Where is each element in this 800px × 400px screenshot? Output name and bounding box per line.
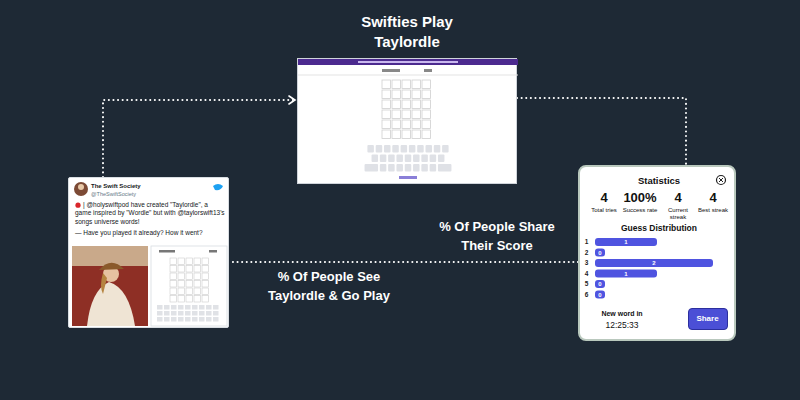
tweet-card: The Swift Society@TheSwiftSociety | @holy… [68, 177, 229, 328]
tweet-illustration [69, 178, 228, 327]
row-number: 2 [582, 249, 591, 257]
flow-label: % Of People Share Their Score [432, 218, 562, 256]
tweet-text: — Have you played it already? How it wen… [75, 229, 225, 237]
bar-value: 0 [595, 249, 605, 257]
row-number: 1 [582, 238, 591, 246]
row-number: 4 [582, 270, 591, 278]
countdown-caption: New word in [590, 310, 654, 318]
panel-heading: Swifties Play Taylordle [342, 12, 472, 51]
bar-value: 0 [595, 291, 605, 299]
statistics-card: Statistics4Total tries100%Success rate4C… [578, 165, 736, 341]
stat-caption: Total tries [584, 207, 624, 214]
flow-label: % Of People See Taylordle & Go Play [254, 268, 404, 306]
dotted-connector [103, 100, 295, 177]
screenshot-panel: Swifties Play Taylordle [297, 8, 517, 184]
account-handle: @TheSwiftSociety [91, 191, 201, 198]
bar-value: 0 [595, 280, 605, 288]
stat-value: 4 [584, 190, 624, 206]
countdown-time: 12:25:33 [590, 320, 654, 330]
share-button: Share [688, 308, 728, 330]
bar-value: 1 [595, 270, 657, 278]
stat-value: 4 [693, 190, 733, 206]
stat-value: 100% [618, 190, 662, 206]
row-number: 5 [582, 280, 591, 288]
stat-caption: Current streak [660, 207, 696, 221]
dotted-connector [517, 98, 686, 165]
section-heading: Guess Distribution [580, 223, 738, 233]
tweet-text: | @holyswiftpod have created "Taylordle"… [75, 201, 225, 226]
row-number: 6 [582, 291, 591, 299]
game-screenshot [298, 59, 518, 185]
stat-caption: Success rate [618, 207, 662, 214]
account-name: The Swift Society [91, 183, 201, 190]
stat-value: 4 [658, 190, 698, 206]
dotted-connector [229, 261, 578, 263]
row-number: 3 [582, 259, 591, 267]
stat-caption: Best streak [688, 207, 738, 214]
button-text: Share [696, 314, 718, 324]
card-heading: Statistics [580, 175, 738, 186]
bar-value: 1 [595, 238, 657, 246]
screenshot-frame [297, 58, 517, 184]
bar-value: 2 [595, 259, 713, 267]
